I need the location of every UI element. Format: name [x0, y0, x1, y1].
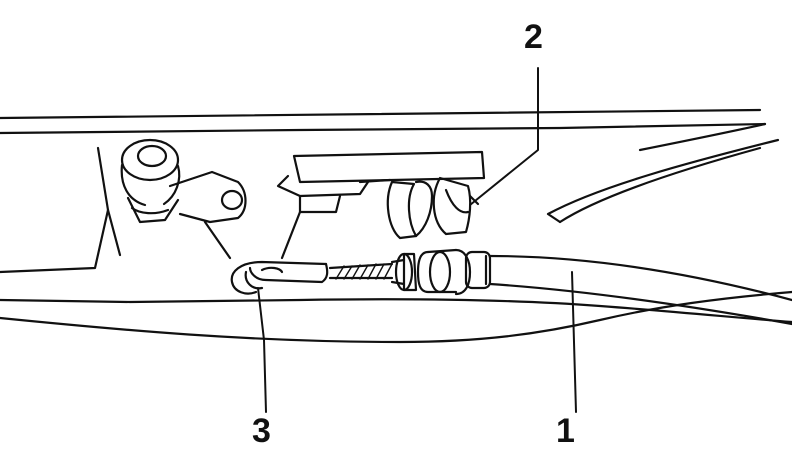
upper-panel [0, 110, 765, 150]
cable-housing [392, 250, 792, 324]
leader-lines [258, 68, 576, 412]
lower-fender [0, 140, 792, 342]
callout-2: 2 [524, 18, 543, 56]
callout-3: 3 [252, 412, 271, 450]
cable-clip [388, 178, 478, 238]
inner-cable-wire [330, 264, 392, 279]
left-side-panel [0, 148, 120, 272]
pivot-lever [122, 140, 246, 258]
cable-end-hook [232, 262, 327, 294]
guide-bracket [278, 152, 484, 258]
callout-1: 1 [556, 412, 575, 450]
